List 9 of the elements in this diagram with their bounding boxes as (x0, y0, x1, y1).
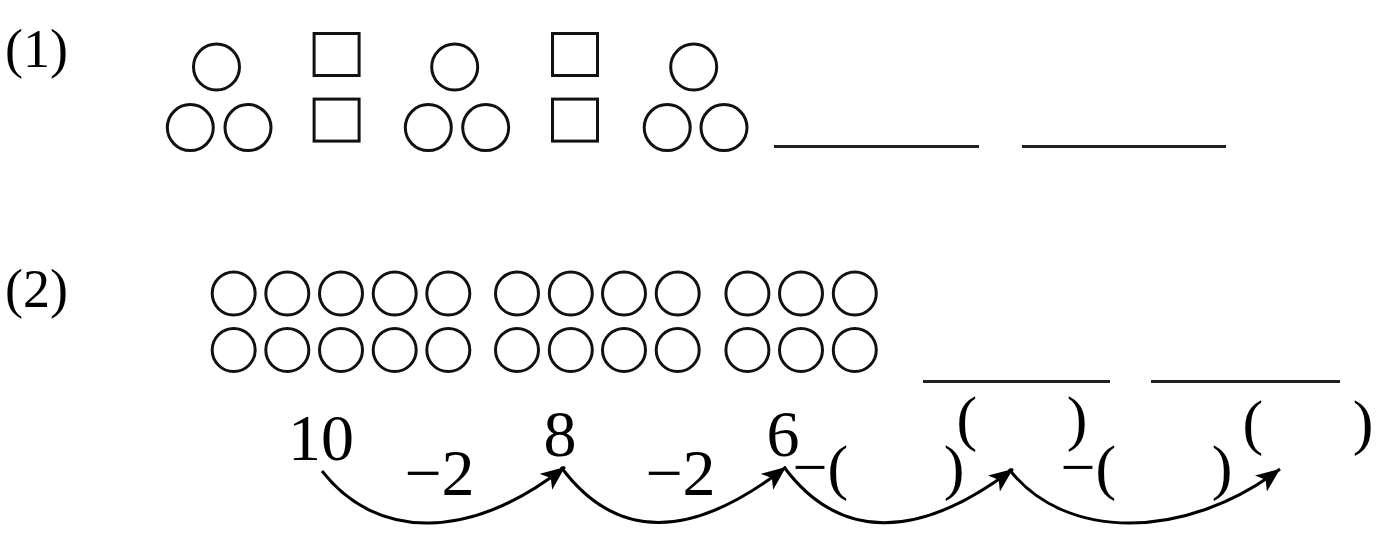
arrow (782, 466, 1014, 525)
arrow (320, 465, 566, 525)
answer-parentheses: ( ) (1242, 391, 1374, 469)
arrow (1007, 467, 1281, 525)
number-text: 10 (288, 405, 354, 471)
number-text: 8 (543, 401, 577, 467)
arrow (559, 465, 787, 524)
edge-label: −2 (404, 440, 475, 506)
edge-label: −2 (645, 440, 716, 506)
